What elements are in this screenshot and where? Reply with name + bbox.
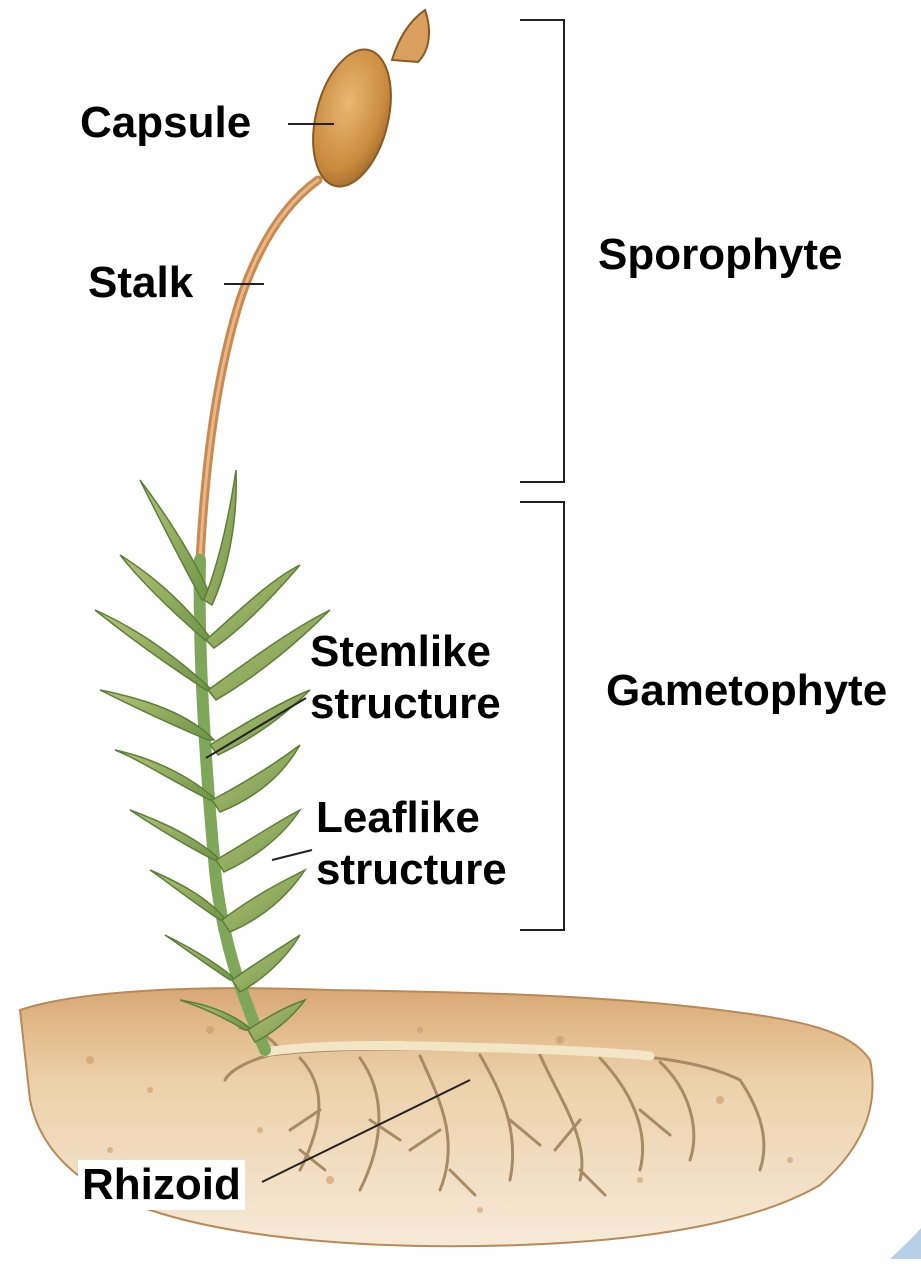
stemlike-leader [206,698,306,758]
stalk [200,180,318,560]
capsule-lid [392,10,429,62]
sporophyte-bracket [520,20,564,482]
capsule-shape [300,41,404,194]
leaves [95,470,330,1042]
stemlike-line-1: Stemlike [310,626,501,678]
stemlike-line-2: structure [310,678,501,730]
gametophyte-group-label: Gametophyte [606,666,887,716]
stalk-label: Stalk [88,258,193,308]
leaflike-structure-label: Leaflike structure [316,792,507,896]
gametophyte-bracket [520,502,564,930]
sporophyte-group-label: Sporophyte [598,230,842,280]
rhizoid-label: Rhizoid [78,1160,245,1210]
stemlike-structure-label: Stemlike structure [310,626,501,730]
corner-accent [890,1228,921,1259]
leaflike-leader [272,850,312,860]
leaflike-line-1: Leaflike [316,792,507,844]
capsule-label: Capsule [80,98,251,148]
leaflike-line-2: structure [316,844,507,896]
